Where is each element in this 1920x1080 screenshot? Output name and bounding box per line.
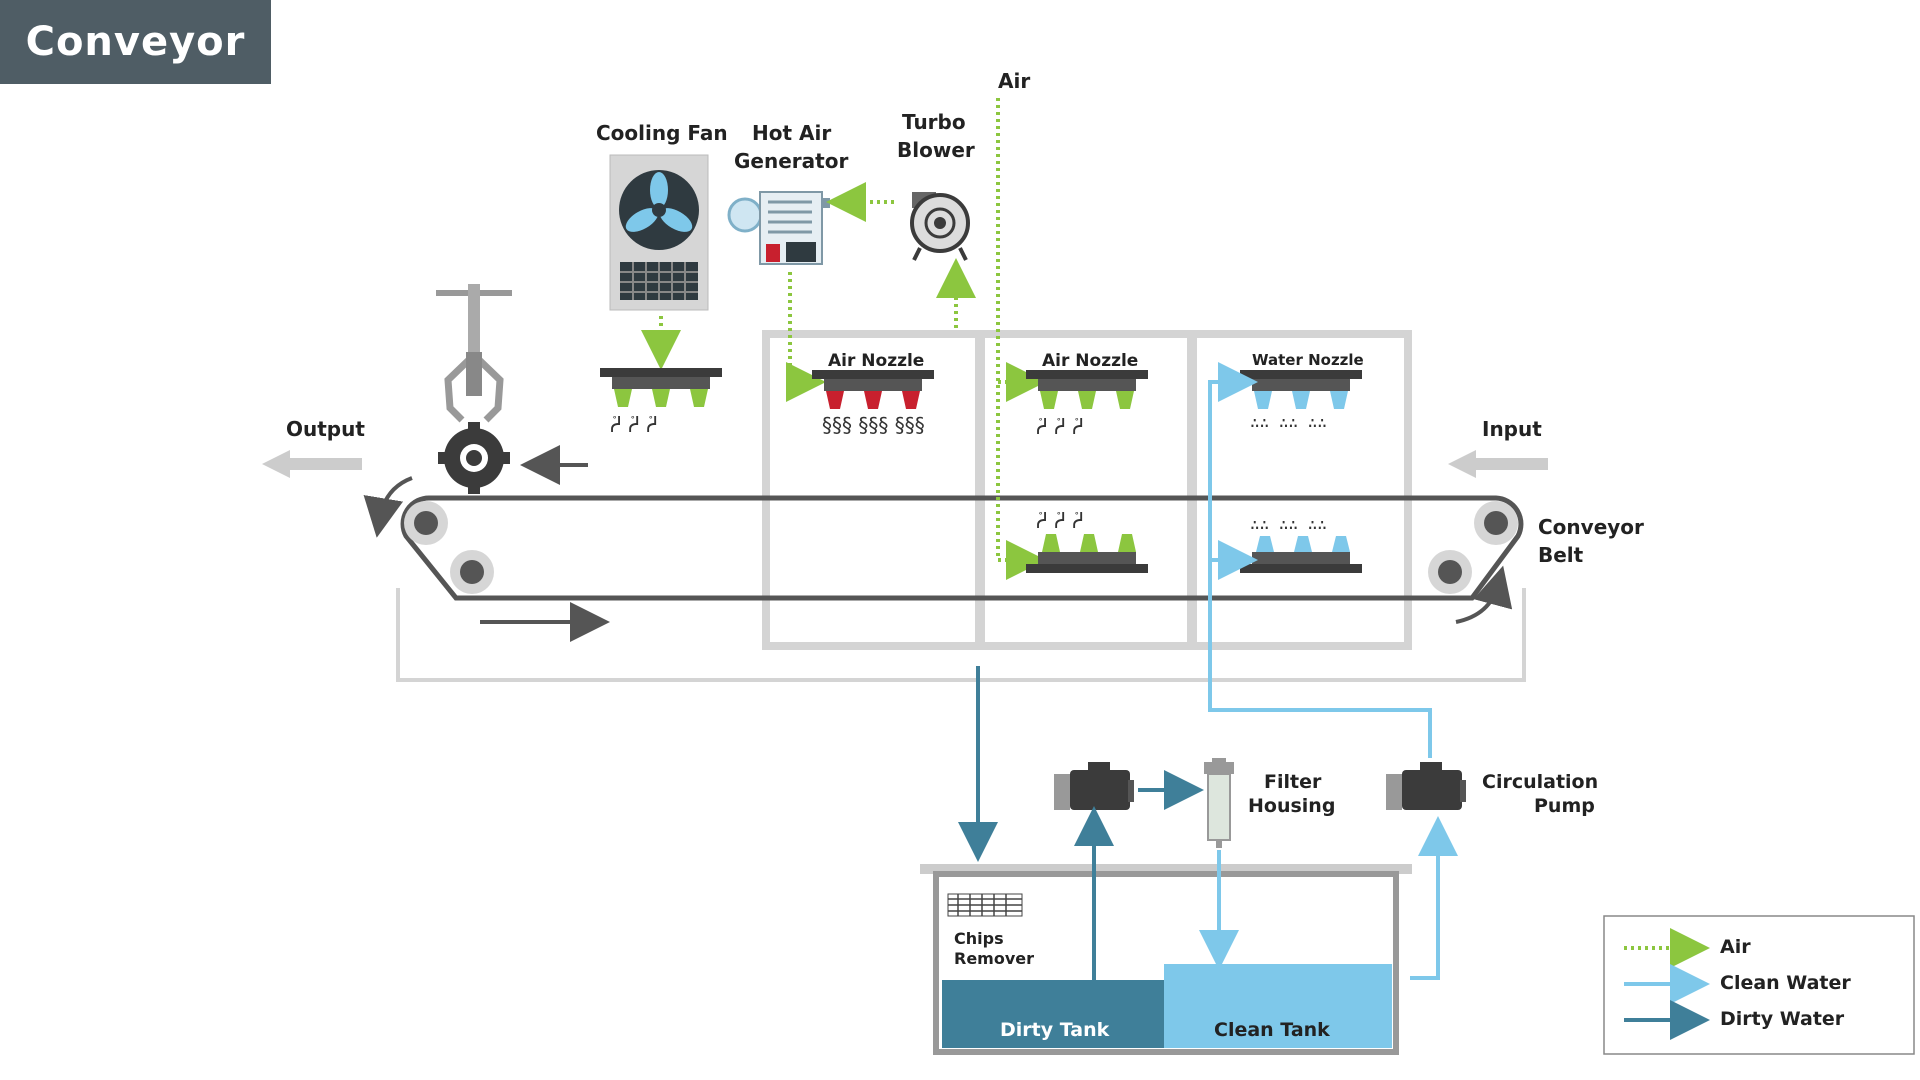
conveyor-label-line2: Belt <box>1538 543 1584 567</box>
air-intake-label: Air <box>998 69 1030 93</box>
conveyor-belt <box>363 445 1524 642</box>
air-nozzle-1-label: Air Nozzle <box>828 351 924 371</box>
chips-remover-label-line1: Chips <box>954 929 1004 948</box>
air-intake-line <box>996 98 1046 580</box>
svg-text:ᢾ ᢾ ᢾ: ᢾ ᢾ ᢾ <box>1036 509 1083 534</box>
svg-text:∴∴ ∴∴ ∴∴: ∴∴ ∴∴ ∴∴ <box>1250 413 1327 432</box>
hot-air-nozzle-bar: §§§ §§§ §§§ <box>812 370 934 437</box>
turbo-blower-icon <box>910 192 970 261</box>
dirty-water-pump-icon <box>1054 762 1134 810</box>
svg-text:ᢾ ᢾ ᢾ: ᢾ ᢾ ᢾ <box>1036 415 1083 440</box>
air-line-heater-to-nozzle <box>786 272 826 402</box>
circulation-pump-label-line1: Circulation <box>1482 771 1598 793</box>
turbo-label-line2: Blower <box>897 138 975 162</box>
water-nozzle-bar-lower: ∴∴ ∴∴ ∴∴ <box>1240 515 1362 573</box>
circulation-pump-label-line2: Pump <box>1534 795 1595 817</box>
legend-item-clean-water: Clean Water <box>1624 964 1851 1004</box>
air-nozzle-2-label: Air Nozzle <box>1042 351 1138 371</box>
svg-text:ᢾ ᢾ ᢾ: ᢾ ᢾ ᢾ <box>610 413 657 438</box>
legend-item-air: Air <box>1624 928 1751 968</box>
legend-item-dirty-water: Dirty Water <box>1624 1000 1845 1040</box>
hot-air-label-line2: Generator <box>734 149 848 173</box>
conveyor-label-line1: Conveyor <box>1538 515 1644 539</box>
cooling-fan-label: Cooling Fan <box>596 121 728 145</box>
legend-label: Clean Water <box>1720 972 1851 994</box>
legend-label: Air <box>1720 936 1751 958</box>
page-title: Conveyor <box>0 0 271 84</box>
water-nozzle-label: Water Nozzle <box>1252 351 1364 369</box>
clean-water-supply-line <box>1208 362 1432 758</box>
filter-housing-label-line1: Filter <box>1264 771 1322 793</box>
input-arrow <box>1448 450 1548 478</box>
filter-housing-icon <box>1204 758 1234 848</box>
tank <box>920 864 1412 1055</box>
clean-tank-label: Clean Tank <box>1214 1019 1330 1041</box>
input-label: Input <box>1482 417 1542 441</box>
air-nozzle-bar-upper: ᢾ ᢾ ᢾ <box>1026 370 1148 440</box>
output-arrow <box>262 450 362 478</box>
svg-text:§§§ §§§ §§§: §§§ §§§ §§§ <box>822 413 925 437</box>
hot-air-label-line1: Hot Air <box>752 121 831 145</box>
robot-gripper-icon <box>436 284 512 494</box>
clean-tank-to-pump-line <box>1410 816 1458 980</box>
legend-label: Dirty Water <box>1720 1008 1845 1030</box>
chamber-frames <box>396 330 1526 682</box>
filter-housing-label-line2: Housing <box>1248 795 1335 817</box>
dirty-tank-water <box>942 980 1164 1048</box>
chips-remover-label-line2: Remover <box>954 949 1034 968</box>
turbo-label-line1: Turbo <box>902 110 966 134</box>
clean-tank-water <box>1164 964 1392 1048</box>
fan-nozzle-bar: ᢾ ᢾ ᢾ <box>600 368 722 438</box>
water-nozzle-bar-upper: ∴∴ ∴∴ ∴∴ <box>1240 370 1362 432</box>
svg-text:∴∴ ∴∴ ∴∴: ∴∴ ∴∴ ∴∴ <box>1250 515 1327 534</box>
output-label: Output <box>286 417 365 441</box>
dirty-tank-label: Dirty Tank <box>1000 1019 1110 1041</box>
cooling-fan-icon <box>609 154 709 311</box>
hot-air-generator-icon <box>727 191 830 265</box>
air-nozzle-bar-lower: ᢾ ᢾ ᢾ <box>1026 509 1148 573</box>
circulation-pump-icon <box>1386 762 1466 810</box>
legend: Air Clean Water Dirty Water <box>1603 915 1915 1055</box>
